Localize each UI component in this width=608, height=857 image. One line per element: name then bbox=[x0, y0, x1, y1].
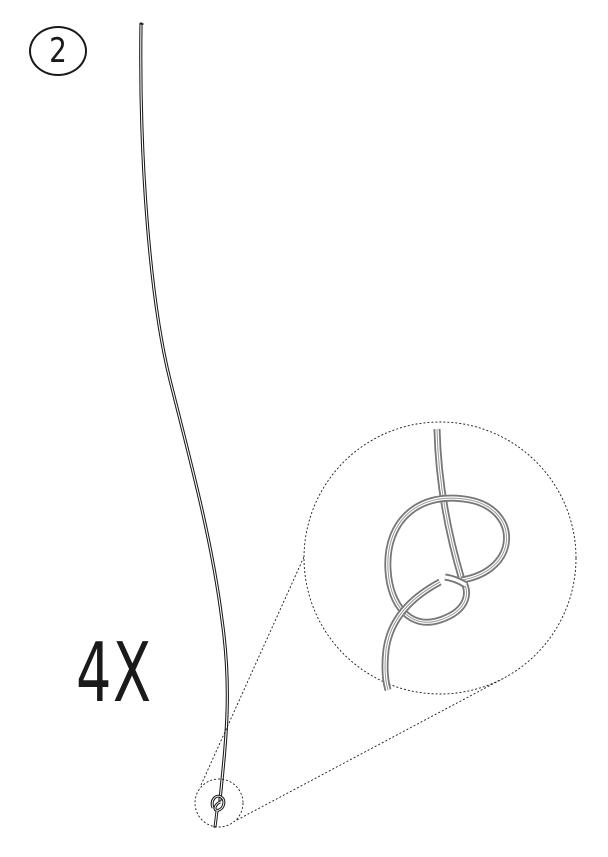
quantity-label: 4X bbox=[76, 626, 153, 721]
wire-cord-icon bbox=[139, 22, 229, 802]
knot-detail-magnified-icon bbox=[381, 428, 510, 692]
step-number-badge bbox=[29, 26, 87, 76]
callout-detail-circle bbox=[303, 421, 577, 695]
step-number: 2 bbox=[49, 31, 67, 71]
callout-connector-lines bbox=[200, 496, 505, 821]
small-knot-icon bbox=[210, 794, 226, 828]
callout-small-circle bbox=[194, 778, 244, 828]
